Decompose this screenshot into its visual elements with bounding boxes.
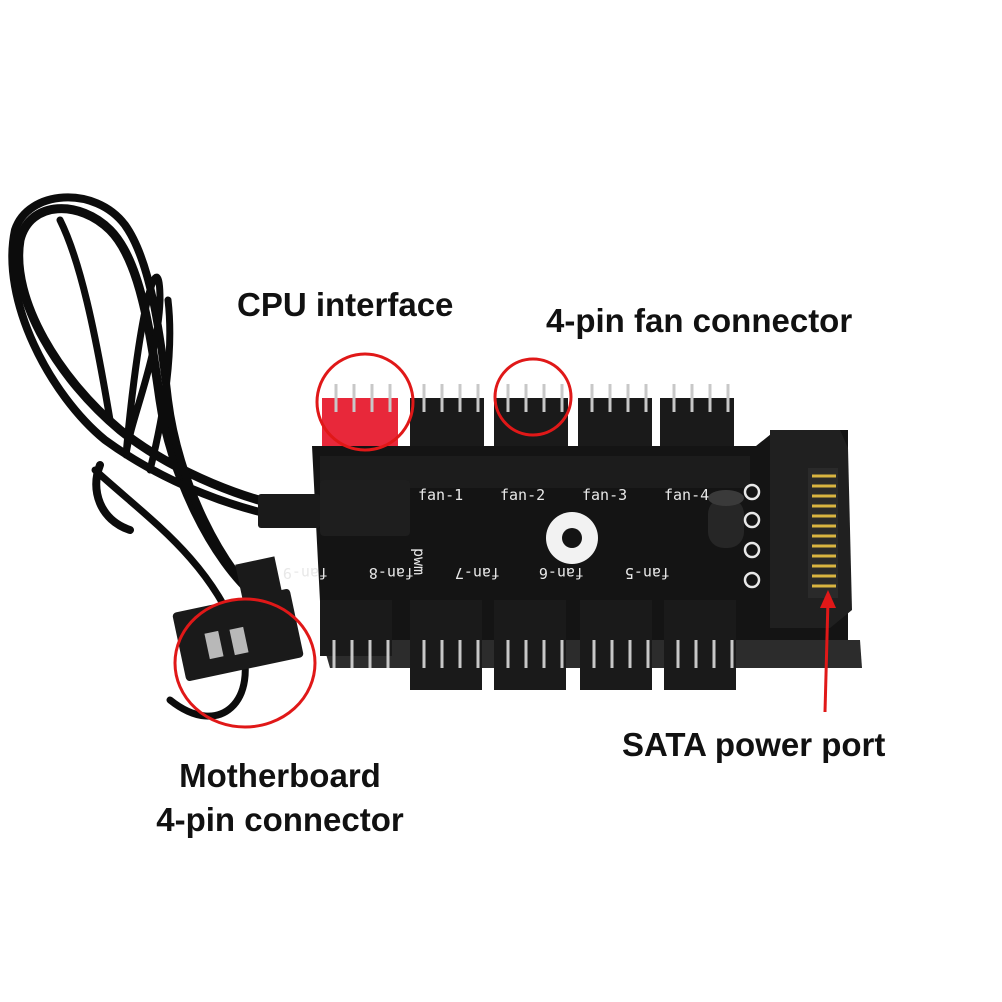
pcb-label-fan-2: fan-2 [500, 486, 545, 504]
motherboard-connector-circle [173, 597, 317, 729]
motherboard-label-line1: Motherboard [179, 757, 381, 794]
pcb-label-fan-1: fan-1 [418, 486, 463, 504]
fan-connector-circle [493, 357, 573, 437]
cable [8, 193, 323, 720]
pcb-label-fan-3: fan-3 [582, 486, 627, 504]
cpu-interface-circle [315, 352, 415, 452]
pcb-silkscreen: fan-1 fan-2 fan-3 fan-4 pwm fan-9 fan-8 … [283, 486, 709, 582]
pcb-label-fan-5: fan-5 [625, 564, 670, 582]
cpu-interface-label: CPU interface [237, 286, 454, 323]
pcb-label-fan-6: fan-6 [539, 564, 584, 582]
motherboard-connector-label: Motherboard 4-pin connector [120, 754, 440, 842]
sata-arrow-head [820, 590, 836, 608]
sata-power-label: SATA power port [622, 726, 886, 763]
pcb-label-fan-9: fan-9 [283, 564, 328, 582]
pcb-components [258, 480, 761, 589]
callout-marks [173, 352, 830, 729]
sata-connector [770, 430, 852, 628]
bottom-fan-headers [320, 600, 736, 690]
sata-arrow-shaft [823, 599, 830, 713]
pcb-label-fan-4: fan-4 [664, 486, 709, 504]
top-fan-headers [322, 384, 734, 446]
motherboard-label-line2: 4-pin connector [156, 801, 404, 838]
pcb-label-fan-8: fan-8 [369, 564, 414, 582]
pcb-label-fan-7: fan-7 [455, 564, 500, 582]
pcb-label-pwm: pwm [410, 548, 428, 575]
fan-connector-label: 4-pin fan connector [546, 302, 853, 339]
